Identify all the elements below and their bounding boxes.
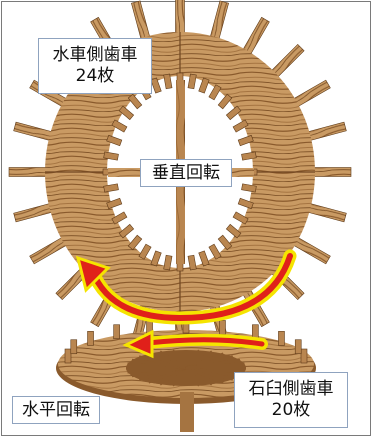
vertical-rotation-text: 垂直回転 [152,163,220,183]
millstone-gear-label-line1: 石臼側歯車 [248,379,334,399]
horizontal-rotation-arrow [122,329,268,359]
outer-tooth [131,0,151,41]
horizontal-tooth [219,320,226,335]
horizontal-rotation-text: 水平回転 [22,400,90,420]
inner-tooth [232,119,249,133]
vertical-arrow-head [75,255,111,293]
inner-tooth [163,254,173,271]
inner-tooth [163,73,173,90]
horizontal-tooth [278,331,285,346]
horizontal-tooth [64,348,72,364]
inner-tooth [208,243,222,260]
outer-tooth [8,167,48,177]
vertical-rotation-label: 垂直回転 [140,159,232,187]
millstone-gear-label-line2: 20枚 [271,400,311,420]
outer-tooth [292,236,331,265]
spoke [185,366,213,386]
horizontal-rotation-label: 水平回転 [12,396,100,424]
inner-tooth [237,134,254,147]
outer-tooth [175,0,185,35]
inner-tooth [187,254,197,271]
outer-tooth [312,167,352,177]
horizontal-tooth [87,331,94,346]
inner-tooth [187,73,197,90]
outer-tooth [292,79,331,108]
spoke [184,367,201,387]
inner-tooth [217,234,233,251]
inner-tooth [225,105,242,121]
inner-tooth [127,93,143,110]
horizontal-tooth [252,324,259,340]
spoke [171,349,188,369]
outer-tooth [270,43,305,79]
spoke [159,350,187,370]
inner-tooth [138,243,152,260]
spoke [185,362,245,370]
outer-tooth [209,0,229,41]
outer-tooth [29,236,68,265]
water-wheel-gear-label: 水車側歯車 24枚 [38,38,152,94]
outer-tooth [242,16,270,56]
inner-tooth [237,197,254,210]
water-wheel-gear-label-line1: 水車側歯車 [52,45,138,65]
inner-tooth [241,183,257,193]
outer-tooth [13,203,54,223]
inner-tooth [208,84,222,101]
horizontal-tooth [294,339,302,355]
outer-tooth [306,121,347,141]
inner-tooth [225,223,242,239]
water-wheel-gear-label-line2: 24枚 [75,66,115,86]
inner-tooth [103,151,119,161]
horizontal-tooth [300,348,308,364]
inner-tooth [111,211,128,225]
horizontal-arrow-head [122,329,154,359]
millstone-axle [180,392,194,432]
inner-tooth [198,250,210,267]
inner-tooth [106,134,123,147]
horizontal-tooth [70,339,78,355]
vertical-rotation-arrow [75,249,297,325]
inner-tooth [118,105,135,121]
inner-tooth [103,183,119,193]
millstone-gear-spokes [126,349,246,387]
inner-tooth [217,93,233,110]
inner-tooth [111,119,128,133]
inner-tooth [127,234,143,251]
millstone-gear-label: 石臼側歯車 20枚 [234,372,348,428]
inner-tooth [241,151,257,161]
inner-tooth [232,211,249,225]
horizontal-tooth [113,324,120,340]
outer-tooth [13,121,54,141]
inner-tooth [198,77,210,94]
inner-tooth [118,223,135,239]
inner-tooth [150,250,162,267]
inner-tooth [150,77,162,94]
outer-tooth [306,203,347,223]
inner-tooth [106,197,123,210]
